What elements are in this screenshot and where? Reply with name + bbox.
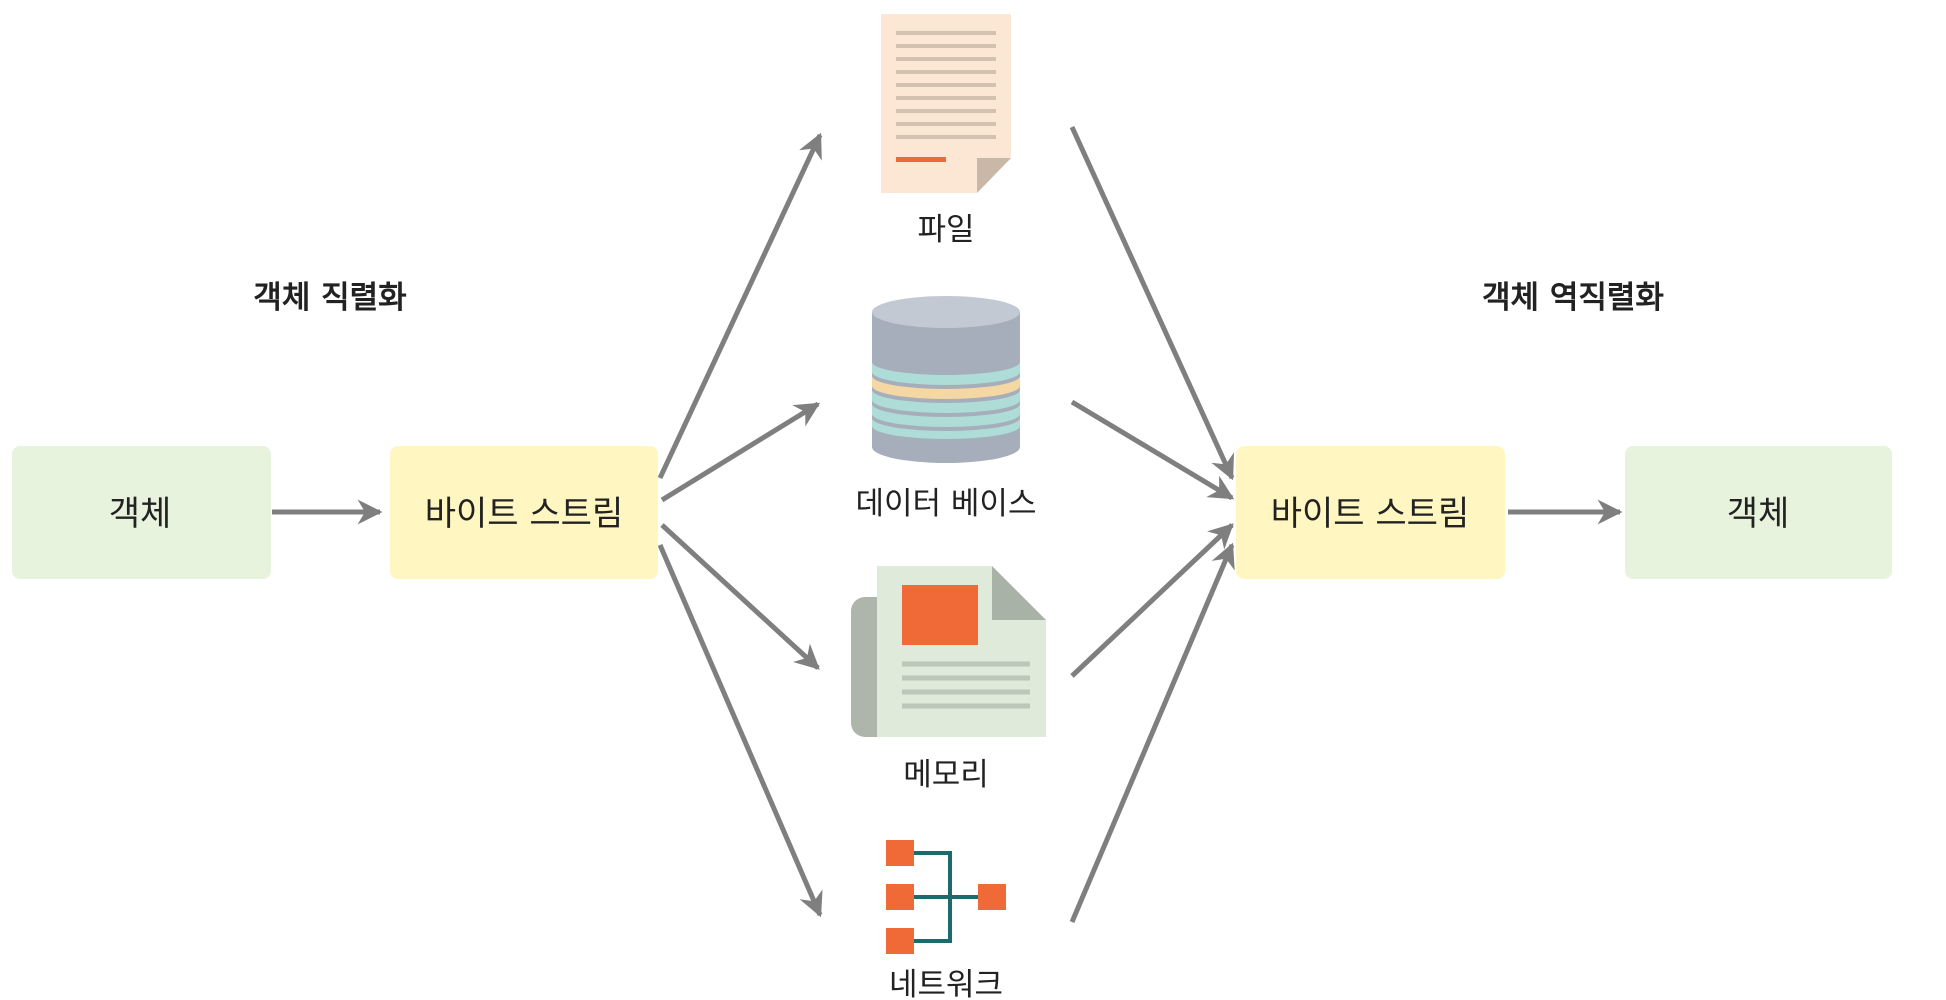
arrow-memory-to-stream — [1070, 523, 1234, 678]
source-object-label: 객체 — [109, 494, 172, 534]
arrow-network-to-stream — [1069, 542, 1235, 923]
deserialization-title: 객체 역직렬화 — [1482, 280, 1664, 316]
arrow-stream-to-file — [657, 132, 823, 480]
document-icon — [881, 14, 1011, 193]
deserialize-byte-stream-box: 바이트 스트림 — [1236, 446, 1505, 579]
network-label: 네트워크 — [889, 967, 1003, 1000]
arrow-database-to-stream — [1070, 399, 1235, 501]
newspaper-icon — [851, 566, 1046, 737]
arrow-file-to-stream — [1069, 125, 1235, 481]
flow-arrows — [272, 125, 1623, 923]
deserialize-byte-stream-label: 바이트 스트림 — [1271, 494, 1470, 534]
arrow-stream-to-network — [657, 544, 823, 918]
memory-label: 메모리 — [903, 757, 989, 793]
arrow-stream-to-memory — [660, 523, 820, 670]
serialization-title: 객체 직렬화 — [253, 280, 407, 316]
serialize-byte-stream-box: 바이트 스트림 — [390, 446, 658, 579]
target-object-box: 객체 — [1625, 446, 1892, 579]
network-tree-icon — [886, 840, 1006, 954]
file-label: 파일 — [917, 212, 974, 248]
arrow-stream-to-database — [660, 401, 821, 503]
database-label: 데이터 베이스 — [856, 486, 1037, 522]
target-object-label: 객체 — [1727, 494, 1790, 534]
database-icon — [872, 296, 1020, 463]
serialize-byte-stream-label: 바이트 스트림 — [425, 494, 624, 534]
source-object-box: 객체 — [12, 446, 271, 579]
